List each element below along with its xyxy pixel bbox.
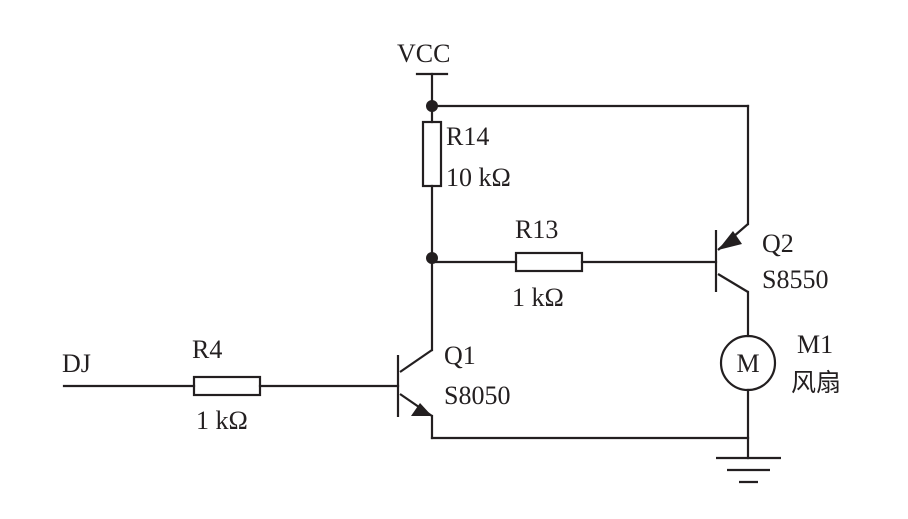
q2-name: Q2 — [762, 229, 794, 258]
transistor-q2 — [714, 223, 749, 293]
dj-label: DJ — [62, 349, 91, 378]
r13-name: R13 — [515, 215, 558, 244]
r4-value: 1 kΩ — [196, 406, 248, 435]
q1-model: S8050 — [444, 381, 510, 410]
r13-value: 1 kΩ — [512, 283, 564, 312]
resistor-r4 — [192, 375, 262, 397]
q1-name: Q1 — [444, 341, 476, 370]
motor-description: 风扇 — [791, 368, 841, 397]
vcc-label: VCC — [397, 39, 450, 68]
motor-name: M1 — [797, 330, 833, 359]
r14-name: R14 — [446, 122, 489, 151]
r4-name: R4 — [192, 335, 222, 364]
ground-symbol — [716, 456, 781, 484]
resistor-r13 — [514, 251, 584, 273]
q2-model: S8550 — [762, 265, 828, 294]
resistor-r14 — [421, 120, 443, 188]
transistor-q1 — [396, 349, 433, 417]
r14-value: 10 kΩ — [446, 163, 511, 192]
motor-symbol: M — [736, 349, 759, 378]
